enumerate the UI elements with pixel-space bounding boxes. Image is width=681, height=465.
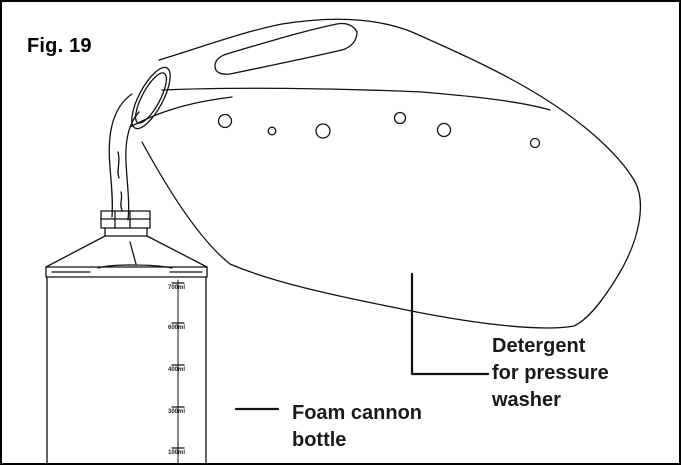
leader-lines — [234, 272, 490, 411]
detergent-stream — [108, 93, 140, 221]
foam-cannon-label-line: Foam cannon — [292, 402, 423, 424]
foam-cannon-label: Foam cannon bottle — [292, 400, 422, 454]
detergent-label: Detergent for pressure washer — [492, 333, 609, 414]
scale-label: 300ml — [168, 409, 185, 415]
scale-label: 400ml — [168, 367, 185, 373]
detergent-jug — [129, 18, 641, 329]
bottle-scale: 700ml 600ml 400ml 300ml 100ml — [168, 282, 185, 456]
scale-label: 100ml — [168, 450, 185, 456]
detergent-label-line: washer — [492, 389, 561, 411]
scale-label: 600ml — [168, 325, 185, 331]
figure-title: Fig. 19 — [27, 35, 92, 57]
foam-cannon-bottle — [45, 210, 208, 463]
scale-label: 700ml — [168, 285, 185, 291]
detergent-label-line: for pressure — [492, 362, 609, 384]
detergent-leader — [410, 272, 490, 376]
detergent-label-line: Detergent — [492, 335, 586, 357]
foam-cannon-label-line: bottle — [292, 429, 347, 451]
